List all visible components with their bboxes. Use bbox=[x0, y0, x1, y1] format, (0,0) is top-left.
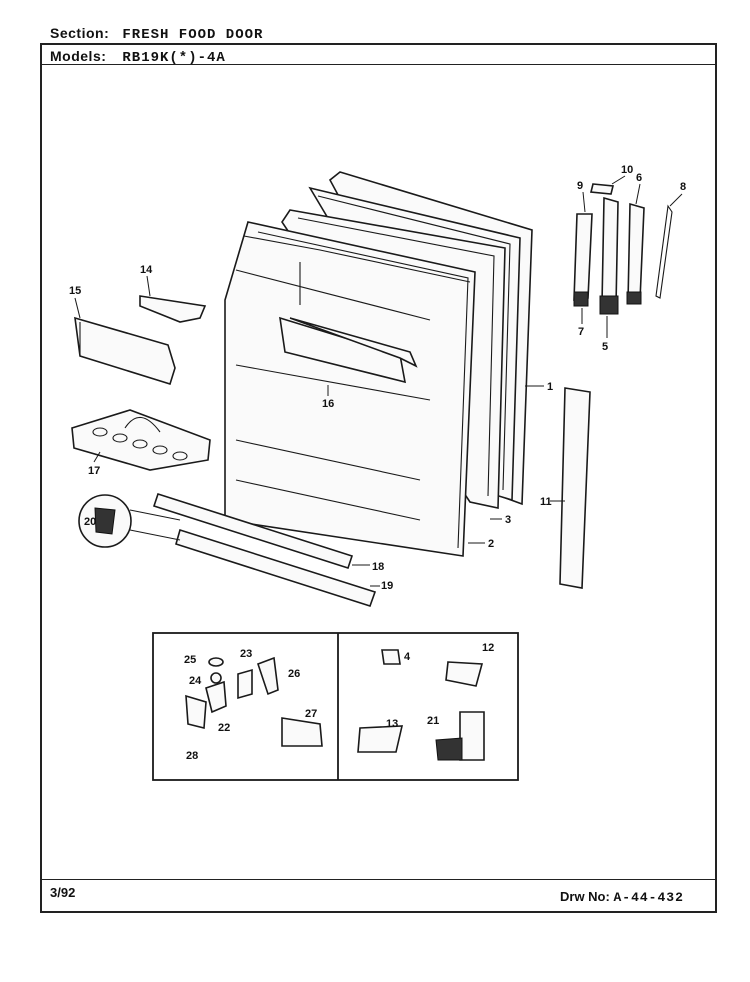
callout-21: 21 bbox=[427, 715, 439, 727]
callout-25: 25 bbox=[184, 654, 196, 666]
callout-11: 11 bbox=[540, 496, 552, 508]
callout-3: 3 bbox=[505, 514, 511, 526]
callout-leaders bbox=[74, 175, 683, 587]
part-door-shelf-bin bbox=[279, 316, 418, 384]
drawing-value: A-44-432 bbox=[613, 890, 684, 905]
callout-1: 1 bbox=[547, 381, 553, 393]
callout-7: 7 bbox=[578, 326, 584, 338]
callout-16: 16 bbox=[322, 398, 334, 410]
callout-8: 8 bbox=[680, 181, 686, 193]
drawing-label: Drw No: bbox=[560, 889, 610, 904]
callout-24: 24 bbox=[189, 675, 202, 687]
part-trim-end-cap bbox=[78, 494, 181, 548]
callout-13: 13 bbox=[386, 718, 398, 730]
models-divider bbox=[40, 64, 717, 65]
callout-20: 20 bbox=[84, 516, 96, 528]
part-butter-cover bbox=[139, 295, 207, 323]
part-door-liner bbox=[224, 221, 476, 557]
callout-19: 19 bbox=[381, 580, 393, 592]
callout-10: 10 bbox=[621, 164, 633, 176]
part-small-bin bbox=[74, 316, 176, 386]
models-label: Models: bbox=[50, 48, 107, 64]
section-value: FRESH FOOD DOOR bbox=[122, 27, 264, 43]
callout-23: 23 bbox=[240, 648, 252, 660]
drawing-number: Drw No: A-44-432 bbox=[560, 889, 684, 905]
callout-18: 18 bbox=[372, 561, 384, 573]
revision-date: 3/92 bbox=[50, 885, 76, 900]
callout-5: 5 bbox=[602, 341, 608, 353]
callout-27: 27 bbox=[305, 708, 317, 720]
callout-9: 9 bbox=[577, 180, 583, 192]
callout-26: 26 bbox=[288, 668, 300, 680]
callout-12: 12 bbox=[482, 642, 494, 654]
callout-22: 22 bbox=[218, 722, 230, 734]
part-bottom-trim-18 bbox=[152, 492, 354, 570]
diagram-frame bbox=[40, 43, 717, 913]
callout-4: 4 bbox=[404, 651, 411, 663]
part-handle-assembly bbox=[573, 183, 673, 315]
detail-box bbox=[152, 632, 519, 781]
section-header: Section: FRESH FOOD DOOR bbox=[50, 25, 263, 43]
callout-labels: 1 2 3 4 5 6 7 8 9 10 11 12 13 14 15 16 1… bbox=[69, 164, 686, 762]
callout-15: 15 bbox=[69, 285, 81, 297]
part-egg-tray bbox=[71, 409, 211, 471]
models-value: RB19K(*)-4A bbox=[122, 50, 226, 66]
footer-divider bbox=[40, 879, 717, 880]
models-header: Models: RB19K(*)-4A bbox=[50, 48, 226, 66]
section-label: Section: bbox=[50, 25, 110, 41]
callout-6: 6 bbox=[636, 172, 642, 184]
part-hinge-cover-strip bbox=[559, 387, 591, 589]
callout-17: 17 bbox=[88, 465, 100, 477]
callout-2: 2 bbox=[488, 538, 494, 550]
callout-14: 14 bbox=[140, 264, 153, 276]
callout-28: 28 bbox=[186, 750, 198, 762]
